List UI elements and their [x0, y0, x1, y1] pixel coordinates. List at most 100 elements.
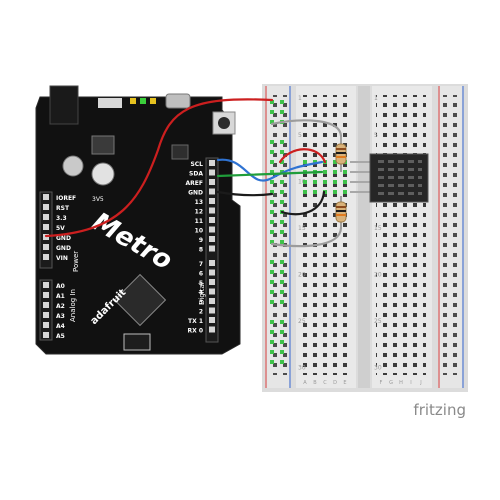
digital-label: Digital: [198, 282, 206, 305]
row-number: 5: [298, 132, 302, 139]
digital-pin-label: 11: [195, 218, 203, 225]
digital-pin-socket: [209, 307, 215, 314]
digital-pin-socket: [209, 260, 215, 266]
analog-pin-label: A5: [56, 333, 65, 340]
wire-black-gnd: [216, 190, 274, 197]
analog-pin-label: A0: [56, 283, 65, 290]
led-yellow: [130, 98, 136, 104]
digital-pin-label: 2: [199, 309, 203, 316]
digital-pin-socket: [209, 288, 215, 295]
digital-top-pins: SCL SDA AREF GND 13 12 11 10 9 8: [186, 160, 215, 254]
row-numbers: 115510101515202025253030: [298, 95, 382, 372]
digital-pin-label: 5: [199, 280, 203, 287]
digital-pin-socket: [209, 169, 215, 176]
digital-pin-label: 4: [199, 290, 203, 297]
column-letter: G: [389, 380, 393, 386]
wire-green-sda: [216, 170, 324, 178]
digital-pin-label: 8: [199, 247, 203, 254]
row-number: 30: [374, 365, 382, 372]
power-pin-label: VIN: [56, 255, 68, 262]
analog-pin-socket: [43, 322, 49, 328]
power-label: Power: [72, 251, 80, 272]
digital-pin-socket: [209, 298, 215, 304]
digital-pin-label: 10: [195, 228, 203, 235]
column-letter: J: [419, 380, 421, 386]
power-pin-socket: [43, 244, 49, 250]
analog-pin-label: A4: [56, 323, 65, 330]
power-pin-socket: [43, 224, 49, 230]
column-letter: H: [399, 380, 403, 386]
wire-blue-scl: [216, 158, 324, 182]
digital-pin-socket: [209, 188, 215, 195]
digital-pin-socket: [209, 317, 215, 323]
row-number: 15: [374, 225, 382, 232]
power-pin-label: 5V: [56, 225, 65, 232]
digital-pin-socket: [209, 326, 215, 333]
digital-pin-label: 9: [199, 237, 203, 244]
fritzing-logo: fritzing: [413, 401, 466, 419]
left-rail-holes: [268, 95, 288, 375]
digital-pin-label: SDA: [189, 171, 203, 178]
row-number: 10: [298, 179, 306, 186]
wire-red-5v: [44, 98, 274, 238]
column-letter: D: [333, 380, 337, 386]
power-pin-socket: [43, 254, 49, 260]
digital-pin-label: 3: [199, 299, 203, 306]
column-letter: A: [303, 380, 307, 386]
digital-pin-socket: [209, 207, 215, 214]
board-pcb: [35, 96, 241, 355]
center-channel: [358, 86, 370, 388]
row-number: 1: [298, 95, 302, 102]
digital-pin-label: 12: [195, 209, 203, 216]
power-pin-label: GND: [56, 235, 71, 242]
resistor-2: [335, 196, 347, 228]
row-number: 15: [298, 225, 306, 232]
row-number: 25: [374, 318, 382, 325]
analog-pin-socket: [43, 292, 49, 298]
row-number: 25: [298, 318, 306, 325]
digital-pin-label: 7: [199, 261, 203, 268]
digital-pin-socket: [209, 160, 215, 166]
digital-pin-label: GND: [188, 190, 203, 197]
digital-pin-socket: [209, 217, 215, 223]
digital-pin-label: AREF: [186, 180, 203, 187]
column-letter: E: [343, 380, 346, 386]
power-pin-label: IOREF: [56, 195, 76, 202]
barrel-jack: [49, 85, 79, 125]
terminal-holes-right: [376, 95, 426, 375]
digital-pin-label: TX 1: [188, 318, 203, 325]
wire-red-sensor: [278, 148, 327, 164]
power-pin-socket: [43, 194, 49, 200]
analog-pin-socket: [43, 312, 49, 318]
digital-pin-label: 13: [195, 199, 203, 206]
power-pin-label: RST: [56, 205, 70, 212]
digital-pin-socket: [209, 198, 215, 204]
digital-pin-socket: [209, 179, 215, 185]
column-letter: I: [410, 380, 411, 386]
usb-chip: [171, 144, 189, 160]
led-green: [140, 98, 146, 104]
digital-pin-socket: [209, 245, 215, 252]
digital-pin-socket: [209, 279, 215, 285]
voltage-mark: 3V5: [92, 196, 104, 203]
wire-black-sensor: [280, 190, 326, 216]
right-rail-holes: [441, 95, 461, 375]
digital-pin-socket: [209, 236, 215, 242]
row-number: 20: [374, 272, 382, 279]
terminal-holes-left: [300, 95, 350, 375]
column-letter: C: [323, 380, 327, 386]
digital-pin-label: SCL: [190, 161, 203, 168]
led-yellow-2: [150, 98, 156, 104]
capacitor-1: [62, 155, 84, 177]
power-pin-socket: [43, 204, 49, 210]
power-switch: [98, 98, 122, 108]
row-number: 1: [374, 95, 378, 102]
digital-pin-socket: [209, 226, 215, 233]
analog-pin-socket: [43, 302, 49, 308]
humidity-sensor: [369, 153, 429, 203]
